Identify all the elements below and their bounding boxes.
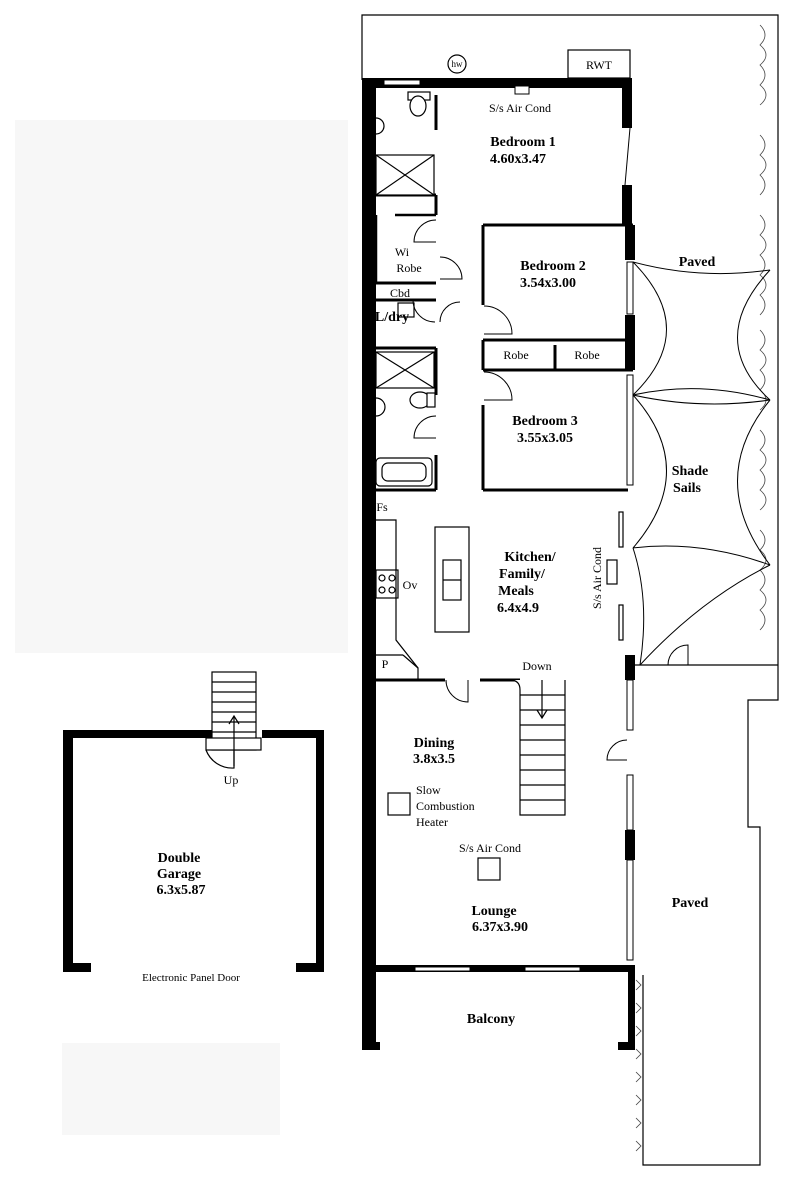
up-label: Up	[224, 773, 239, 787]
down-label: Down	[522, 659, 551, 673]
garage-line2: Garage	[157, 867, 201, 882]
kitchen-line1: Kitchen/	[504, 550, 556, 565]
oven-label: Ov	[403, 578, 418, 592]
garage-stairs-up[interactable]	[205, 671, 262, 769]
balcony-plants	[635, 979, 642, 1152]
garage-line1: Double	[158, 851, 201, 866]
room-labels: S/s Air Cond Bedroom 1 4.60x3.47 Wi Robe…	[142, 101, 715, 1027]
shade-sails	[632, 261, 771, 666]
rainwater-tank	[567, 49, 631, 79]
bedroom1-dims: 4.60x3.47	[490, 152, 546, 167]
sliding-doors	[618, 511, 624, 641]
dining-dims: 3.8x3.5	[413, 752, 455, 767]
bedroom3-robe-label: Robe	[574, 348, 599, 362]
shade-sails-line2: Sails	[673, 481, 702, 496]
kitchen-line2: Family/	[499, 567, 546, 582]
garage-dims: 6.3x5.87	[157, 883, 206, 898]
hw-label: hw	[452, 59, 464, 69]
wi-robe-label: Robe	[396, 261, 421, 275]
bedroom2-robe-label: Robe	[503, 348, 528, 362]
site-boundary	[361, 14, 779, 1166]
background-panel-left	[15, 120, 348, 653]
bedroom1-aircond-label: S/s Air Cond	[489, 101, 551, 115]
lounge-name: Lounge	[471, 904, 516, 919]
lounge-air-cond-unit	[477, 857, 501, 881]
exterior-walls	[362, 78, 635, 1050]
stairs-down[interactable]	[480, 679, 566, 816]
paved-bottom-label: Paved	[672, 896, 709, 911]
background-panel-bottom	[62, 1043, 280, 1135]
bedroom3-dims: 3.55x3.05	[517, 431, 573, 446]
bedroom2-dims: 3.54x3.00	[520, 276, 576, 291]
storage-walls	[374, 213, 436, 283]
windows	[383, 79, 634, 972]
heater-line2: Combustion	[416, 799, 475, 813]
ldry-label: L/dry	[375, 310, 409, 325]
side-air-cond-unit	[606, 559, 618, 585]
side-aircond-label: S/s Air Cond	[590, 547, 604, 609]
door-swings	[412, 127, 689, 761]
lounge-aircond-label: S/s Air Cond	[459, 841, 521, 855]
bedroom2-name: Bedroom 2	[520, 259, 585, 274]
heater-line1: Slow	[416, 783, 441, 797]
balcony-label: Balcony	[467, 1012, 515, 1027]
garage-walls	[63, 730, 324, 972]
bathroom-fixtures	[375, 91, 436, 487]
lounge-dims: 6.37x3.90	[472, 920, 528, 935]
rwt-label: RWT	[586, 58, 613, 72]
dining-name: Dining	[414, 736, 454, 751]
paved-top-label: Paved	[679, 255, 716, 270]
kitchen-fixtures	[375, 519, 470, 680]
cbd-label: Cbd	[390, 286, 410, 300]
hot-water-unit	[447, 54, 467, 74]
bedroom1-name: Bedroom 1	[490, 135, 555, 150]
slow-combustion-heater	[387, 792, 411, 816]
kitchen-line3: Meals	[498, 584, 534, 599]
bedroom3-name: Bedroom 3	[512, 414, 577, 429]
pantry-label: P	[382, 657, 389, 671]
heater-line3: Heater	[416, 815, 448, 829]
garage-door-label: Electronic Panel Door	[142, 972, 240, 984]
wi-label: Wi	[395, 245, 410, 259]
shade-sails-line1: Shade	[672, 464, 709, 479]
garden-vegetation	[759, 24, 767, 631]
fs-label: Fs	[376, 500, 388, 514]
kitchen-dims: 6.4x4.9	[497, 601, 539, 616]
